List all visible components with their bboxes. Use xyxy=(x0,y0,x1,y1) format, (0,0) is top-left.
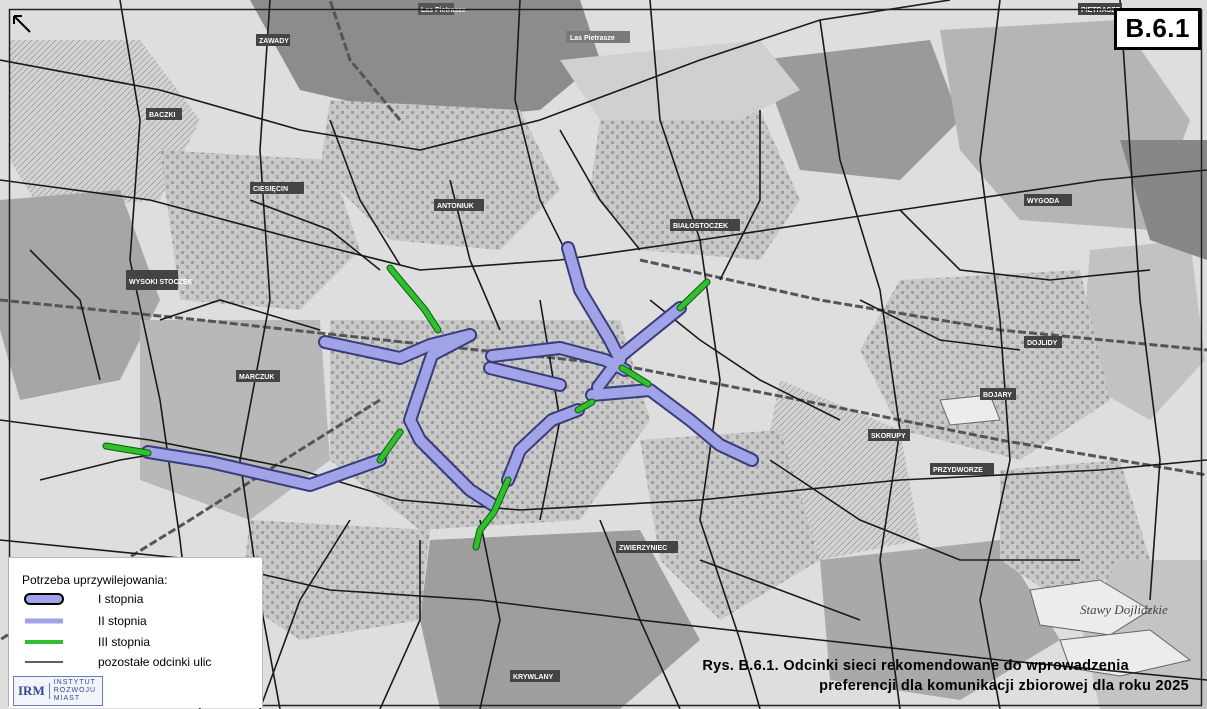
legend-label: III stopnia xyxy=(98,635,151,649)
svg-text:ZWIERZYNIEC: ZWIERZYNIEC xyxy=(619,545,667,552)
svg-text:BACZKI: BACZKI xyxy=(149,112,175,119)
caption-line-1: Rys. B.6.1. Odcinki sieci rekomendowane … xyxy=(702,658,1129,674)
legend-swatch-ii-stopnia xyxy=(25,618,63,624)
svg-text:KRYWLANY: KRYWLANY xyxy=(513,674,554,681)
legend-swatch-iii-stopnia xyxy=(25,640,63,644)
svg-text:BIAŁOSTOCZEK: BIAŁOSTOCZEK xyxy=(673,223,728,230)
svg-text:Las Pietrasze: Las Pietrasze xyxy=(570,35,615,42)
svg-text:MARCZUK: MARCZUK xyxy=(239,374,274,381)
svg-text:CIESIĘCIN: CIESIĘCIN xyxy=(253,186,288,193)
water-bodies xyxy=(939,394,1192,677)
legend-item-iii-stopnia: III stopnia xyxy=(23,634,150,650)
svg-text:BOJARY: BOJARY xyxy=(983,392,1012,399)
legend-label: I stopnia xyxy=(98,592,144,606)
priority-i-ii-segments xyxy=(141,241,759,512)
svg-text:SKORUPY: SKORUPY xyxy=(871,433,906,440)
place-labels: Las Pietrasze Las Pietrasze PIETRASZE ZA… xyxy=(126,3,1168,682)
legend-label: pozostałe odcinki ulic xyxy=(98,655,212,669)
figure-caption: Rys. B.6.1. Odcinki sieci rekomendowane … xyxy=(702,656,1189,696)
svg-text:DOJLIDY: DOJLIDY xyxy=(1027,340,1058,347)
svg-text:PRZYDWORZE: PRZYDWORZE xyxy=(933,467,983,474)
svg-text:Stawy Dojlidzkie: Stawy Dojlidzkie xyxy=(1080,602,1168,617)
legend-label: II stopnia xyxy=(98,614,147,628)
legend-item-i-stopnia: I stopnia xyxy=(23,591,143,607)
logo-text: INSTYTUT ROZWOJU MIAST xyxy=(53,679,97,702)
legend-swatch-pozostale xyxy=(25,661,63,663)
legend: Potrzeba uprzywilejowania: I stopnia II … xyxy=(9,557,263,708)
logo-mark: IRM xyxy=(14,683,50,699)
legend-item-pozostale: pozostałe odcinki ulic xyxy=(23,654,211,670)
svg-text:ANTONIUK: ANTONIUK xyxy=(437,203,474,210)
svg-text:PIETRASZE: PIETRASZE xyxy=(1081,7,1121,14)
priority-iii-segments xyxy=(102,264,711,551)
map-frame xyxy=(8,8,1203,707)
irm-logo: IRM INSTYTUT ROZWOJU MIAST xyxy=(13,676,103,706)
figure-code: B.6.1 xyxy=(1114,8,1201,50)
svg-text:ZAWADY: ZAWADY xyxy=(259,38,289,45)
caption-line-2: preferencji dla komunikacji zbiorowej dl… xyxy=(819,678,1189,694)
legend-swatch-i-stopnia xyxy=(24,593,64,605)
svg-text:WYGODA: WYGODA xyxy=(1027,198,1059,205)
legend-item-ii-stopnia: II stopnia xyxy=(23,613,147,629)
svg-text:WYSOKI STOCZEK: WYSOKI STOCZEK xyxy=(129,279,193,286)
svg-text:Las Pietrasze: Las Pietrasze xyxy=(421,7,466,14)
legend-title: Potrzeba uprzywilejowania: xyxy=(22,573,168,587)
north-arrow-icon xyxy=(13,15,31,33)
